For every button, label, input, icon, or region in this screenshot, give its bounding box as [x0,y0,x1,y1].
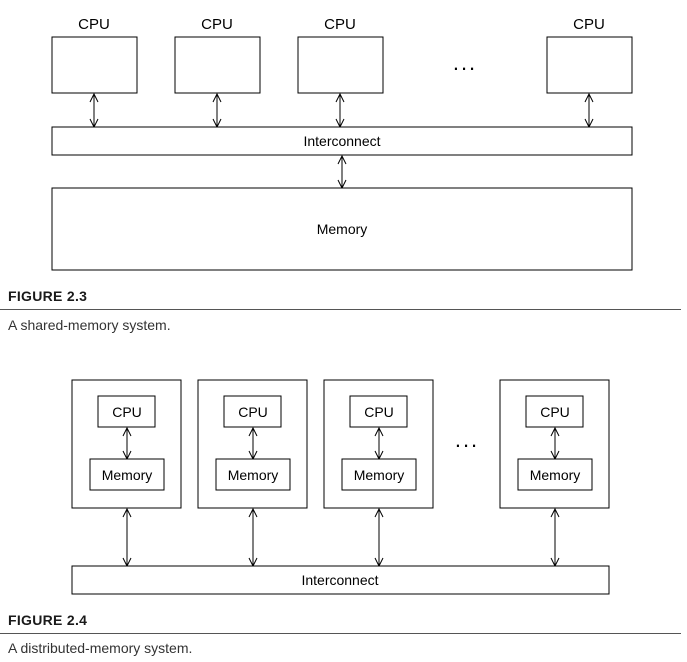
cpu-label: CPU [364,404,394,420]
cpu-box [525,395,584,428]
cpu-node: CPU [546,16,633,94]
memory-label: Memory [102,467,153,483]
figure-caption: A distributed-memory system. [8,640,193,656]
memory-box [51,187,633,271]
cpu-box [297,36,384,94]
shared-memory-diagram: CPU CPU CPU ... CPU Interconnect [51,16,633,271]
compute-node: CPU Memory [499,379,610,509]
cpu-box [349,395,408,428]
memory-box [89,458,165,491]
compute-node: CPU Memory [323,379,434,509]
cpu-box [223,395,282,428]
memory-label: Memory [354,467,405,483]
cpu-label: CPU [573,16,605,33]
ellipsis: ... [455,427,479,452]
interconnect-box [51,126,633,156]
interconnect-label: Interconnect [301,572,378,588]
memory-label: Memory [530,467,581,483]
interconnect-bus: Interconnect [71,565,610,595]
memory-label: Memory [317,221,368,237]
cpu-node: CPU [297,16,384,94]
memory-box [341,458,417,491]
cpu-box [546,36,633,94]
cpu-label: CPU [324,16,356,33]
cpu-box [51,36,138,94]
cpu-label: CPU [238,404,268,420]
cpu-label: CPU [78,16,110,33]
distributed-memory-diagram: CPU Memory CPU Memory CPU Memory ... [71,379,610,595]
figure-title: FIGURE 2.3 [8,288,88,304]
memory-box [215,458,291,491]
cpu-box [174,36,261,94]
figure-title: FIGURE 2.4 [8,612,88,628]
caption-divider [0,633,681,634]
cpu-label: CPU [540,404,570,420]
interconnect-bus: Interconnect [51,126,633,156]
caption-divider [0,309,681,310]
ellipsis: ... [453,50,477,75]
cpu-label: CPU [201,16,233,33]
memory-box [517,458,593,491]
compute-node: CPU Memory [197,379,308,509]
figure-caption: A shared-memory system. [8,317,171,333]
interconnect-label: Interconnect [303,133,380,149]
cpu-box [97,395,156,428]
shared-memory: Memory [51,187,633,271]
compute-node: CPU Memory [71,379,182,509]
cpu-label: CPU [112,404,142,420]
memory-label: Memory [228,467,279,483]
cpu-node: CPU [174,16,261,94]
cpu-node: CPU [51,16,138,94]
interconnect-box [71,565,610,595]
